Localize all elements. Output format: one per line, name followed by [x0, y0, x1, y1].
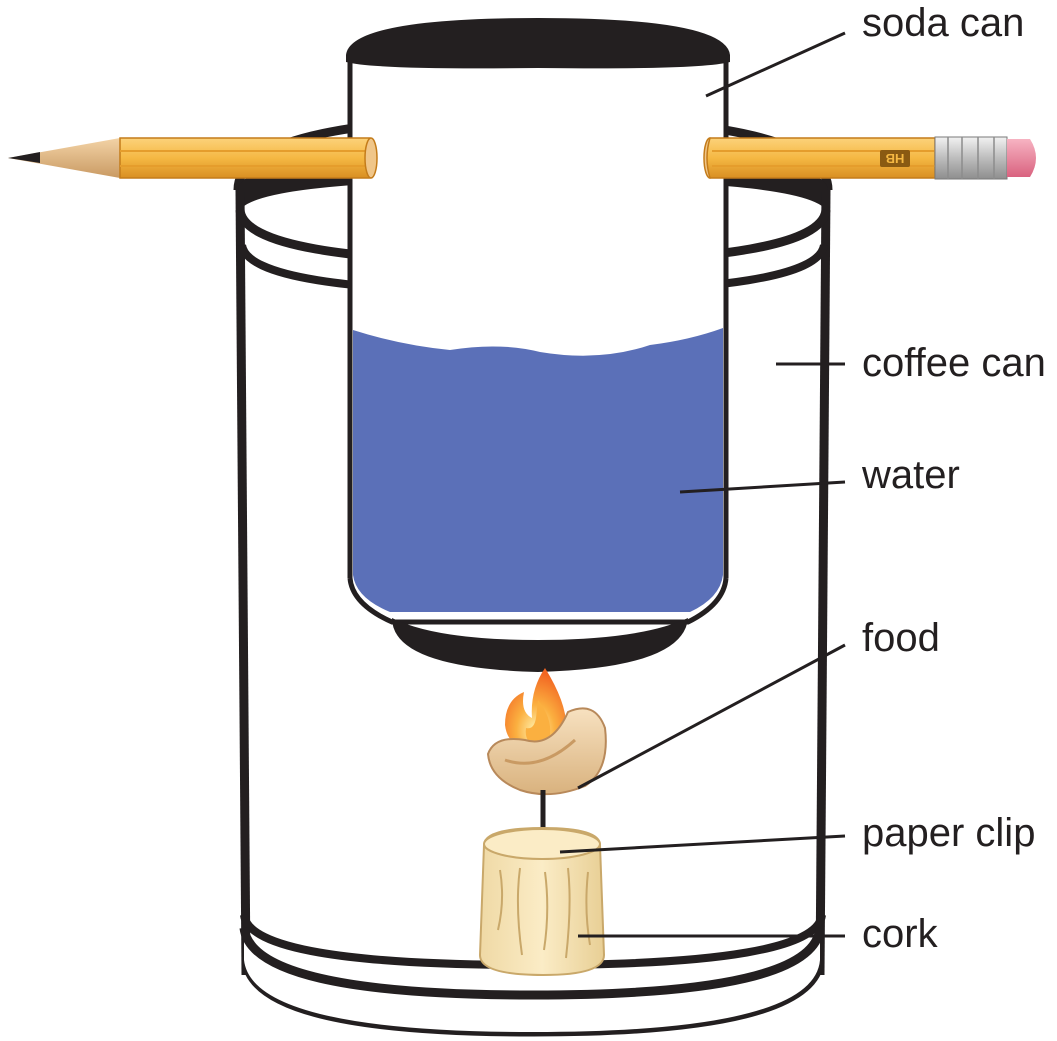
label-water: water: [861, 453, 960, 497]
label-coffee-can: coffee can: [862, 341, 1046, 385]
food: [486, 707, 607, 796]
soda-can: [346, 18, 730, 672]
pencil-left: [8, 137, 378, 179]
label-soda-can: soda can: [862, 1, 1024, 45]
labels: soda can coffee can water food paper cli…: [861, 1, 1046, 956]
pencil-right: HB: [703, 136, 1036, 180]
leader-lines: [559, 31, 846, 938]
cork: [478, 826, 606, 977]
pencil-hb-marking: HB: [886, 151, 905, 166]
label-cork: cork: [862, 912, 939, 956]
flame-icon: [505, 668, 567, 752]
leader-food: [577, 643, 846, 790]
water: [353, 328, 723, 612]
leader-soda-can: [705, 31, 846, 98]
label-paper-clip: paper clip: [862, 811, 1035, 855]
leader-paper-clip: [559, 834, 846, 854]
leader-water: [679, 480, 846, 494]
label-food: food: [862, 616, 940, 660]
